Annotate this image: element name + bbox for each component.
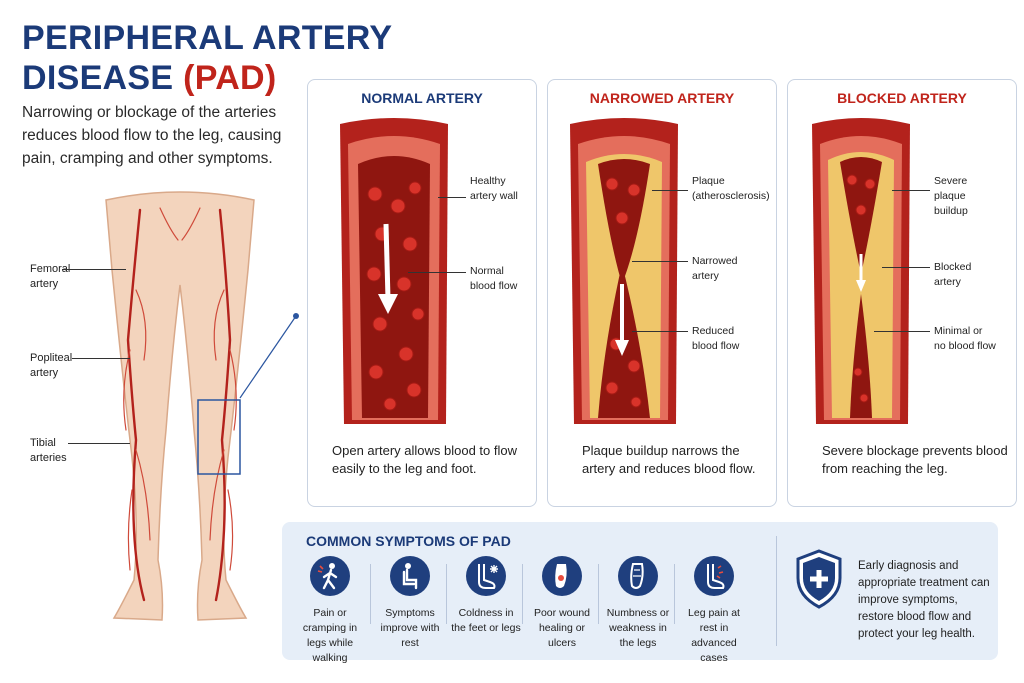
- panel-normal-artery: NORMAL ARTERY Healthy artery wall Normal b…: [307, 79, 537, 507]
- divider: [370, 564, 371, 624]
- blocked-artery-illustration: [812, 118, 910, 424]
- title-line-1: PERIPHERAL ARTERY: [22, 19, 393, 57]
- femoral-label-line-1: Femoral: [30, 263, 71, 275]
- symptom-wound-healing: Poor wound healing or ulcers: [526, 556, 598, 651]
- treatment-note: Early diagnosis and appropriate treatmen…: [858, 560, 990, 640]
- panel-blocked-artery: BLOCKED ARTERY Severe plaque buildup Block…: [787, 79, 1017, 507]
- panel-caption: Severe blockage prevents blood from reac…: [822, 443, 1008, 476]
- callout-leader: [632, 331, 688, 332]
- symptom-improve-rest: Symptoms improve with rest: [374, 556, 446, 651]
- title-line-2: DISEASE (PAD): [22, 58, 392, 98]
- callout-leader: [892, 190, 930, 191]
- symptom-coldness: Coldness in the feet or legs: [450, 556, 522, 636]
- callout-leader: [408, 272, 466, 273]
- symptom-rest-pain: Leg pain at rest in advanced cases: [678, 556, 750, 666]
- callout-reduced-flow: Reduced blood flow: [692, 324, 739, 354]
- callout-line: Healthy: [470, 175, 506, 187]
- femoral-label-line-2: artery: [30, 278, 59, 290]
- shield-icon: [796, 549, 842, 609]
- cold-foot-icon: [466, 556, 506, 596]
- callout-severe-plaque: Severe plaque buildup: [934, 174, 968, 219]
- tibial-leader: [68, 443, 130, 444]
- page-subtitle: Narrowing or blockage of the arteries re…: [22, 104, 282, 167]
- callout-blocked: Blocked artery: [934, 260, 971, 290]
- callout-line: artery wall: [470, 190, 518, 202]
- title-accent: (PAD): [183, 59, 277, 97]
- callout-line: artery: [692, 270, 719, 282]
- normal-artery-illustration: [340, 118, 448, 424]
- panel-narrowed-artery: NARROWED ARTERY Plaque(atherosclerosis) …: [547, 79, 777, 507]
- callout-plaque: Plaque (atherosclerosis): [692, 174, 770, 204]
- callout-line: Reduced: [692, 325, 735, 337]
- panel-title: BLOCKED ARTERY: [837, 90, 967, 106]
- popliteal-label-line-1: Popliteal: [30, 352, 73, 364]
- callout-healthy-wall: Healthy artery wall: [470, 174, 518, 204]
- symptom-text: Symptoms improve with rest: [380, 607, 440, 649]
- popliteal-leader: [72, 358, 130, 359]
- callout-line: Narrowed: [692, 255, 738, 267]
- callout-line: Normal: [470, 265, 504, 277]
- callout-line: no blood flow: [934, 340, 996, 352]
- numb-foot-icon: [618, 556, 658, 596]
- popliteal-label: Popliteal artery: [30, 351, 72, 381]
- callout-normal-flow: Normal blood flow: [470, 264, 517, 294]
- callout-line: Blocked: [934, 261, 972, 273]
- foot-ulcer-icon: [542, 556, 582, 596]
- callout-narrowed: Narrowed artery: [692, 254, 738, 284]
- callout-line: buildup: [934, 205, 968, 217]
- legs-illustration: [105, 191, 255, 621]
- symptom-text: Coldness in the feet or legs: [451, 607, 521, 634]
- symptom-text: Leg pain at rest in advanced cases: [688, 607, 740, 664]
- divider: [776, 536, 777, 646]
- callout-line: blood flow: [470, 280, 518, 292]
- tibial-label-line-2: arteries: [30, 452, 67, 464]
- callout-line: plaque: [934, 190, 966, 202]
- callout-leader: [438, 197, 466, 198]
- callout-line: Minimal or: [934, 325, 983, 337]
- callout-line: Plaque: [692, 175, 725, 187]
- callout-leader: [652, 190, 688, 191]
- zoom-box: [197, 399, 241, 475]
- divider: [674, 564, 675, 624]
- tibial-label-line-1: Tibial: [30, 437, 56, 449]
- symptoms-title: COMMON SYMPTOMS OF PAD: [306, 533, 511, 549]
- symptom-text: Poor wound healing or ulcers: [533, 607, 591, 649]
- symptom-text: Numbness or weakness in the legs: [606, 607, 670, 649]
- panel-title: NORMAL ARTERY: [361, 90, 483, 106]
- callout-minimal-flow: Minimal or no blood flow: [934, 324, 996, 354]
- symptom-numbness: Numbness or weakness in the legs: [602, 556, 674, 651]
- symptoms-panel: COMMON SYMPTOMS OF PAD Pain or cramping …: [282, 522, 998, 664]
- popliteal-label-line-2: artery: [30, 367, 59, 379]
- panel-title: NARROWED ARTERY: [589, 90, 735, 106]
- callout-leader: [874, 331, 930, 332]
- femoral-label: Femoral artery: [30, 262, 70, 292]
- panel-caption: Open artery allows blood to flow easily …: [332, 443, 517, 476]
- symptom-text: Pain or cramping in legs while walking: [302, 607, 358, 664]
- page-title: PERIPHERAL ARTERY DISEASE (PAD): [22, 18, 392, 98]
- divider: [446, 564, 447, 624]
- narrowed-artery-illustration: [570, 118, 678, 424]
- rest-pain-foot-icon: [694, 556, 734, 596]
- walking-pain-icon: [310, 556, 350, 596]
- title-line-2-text: DISEASE: [22, 59, 184, 97]
- callout-leader: [882, 267, 930, 268]
- panel-caption: Plaque buildup narrows the artery and re…: [582, 443, 756, 476]
- divider: [598, 564, 599, 624]
- callout-line: (atherosclerosis): [692, 190, 770, 202]
- callout-line: Severe: [934, 175, 968, 187]
- zoom-connector: [239, 313, 299, 399]
- symptom-walking-pain: Pain or cramping in legs while walking: [294, 556, 366, 666]
- callout-leader: [632, 261, 688, 262]
- tibial-label: Tibial arteries: [30, 436, 67, 466]
- callout-line: artery: [934, 276, 961, 288]
- seated-rest-icon: [390, 556, 430, 596]
- femoral-leader: [62, 269, 126, 270]
- callout-line: blood flow: [692, 340, 740, 352]
- divider: [522, 564, 523, 624]
